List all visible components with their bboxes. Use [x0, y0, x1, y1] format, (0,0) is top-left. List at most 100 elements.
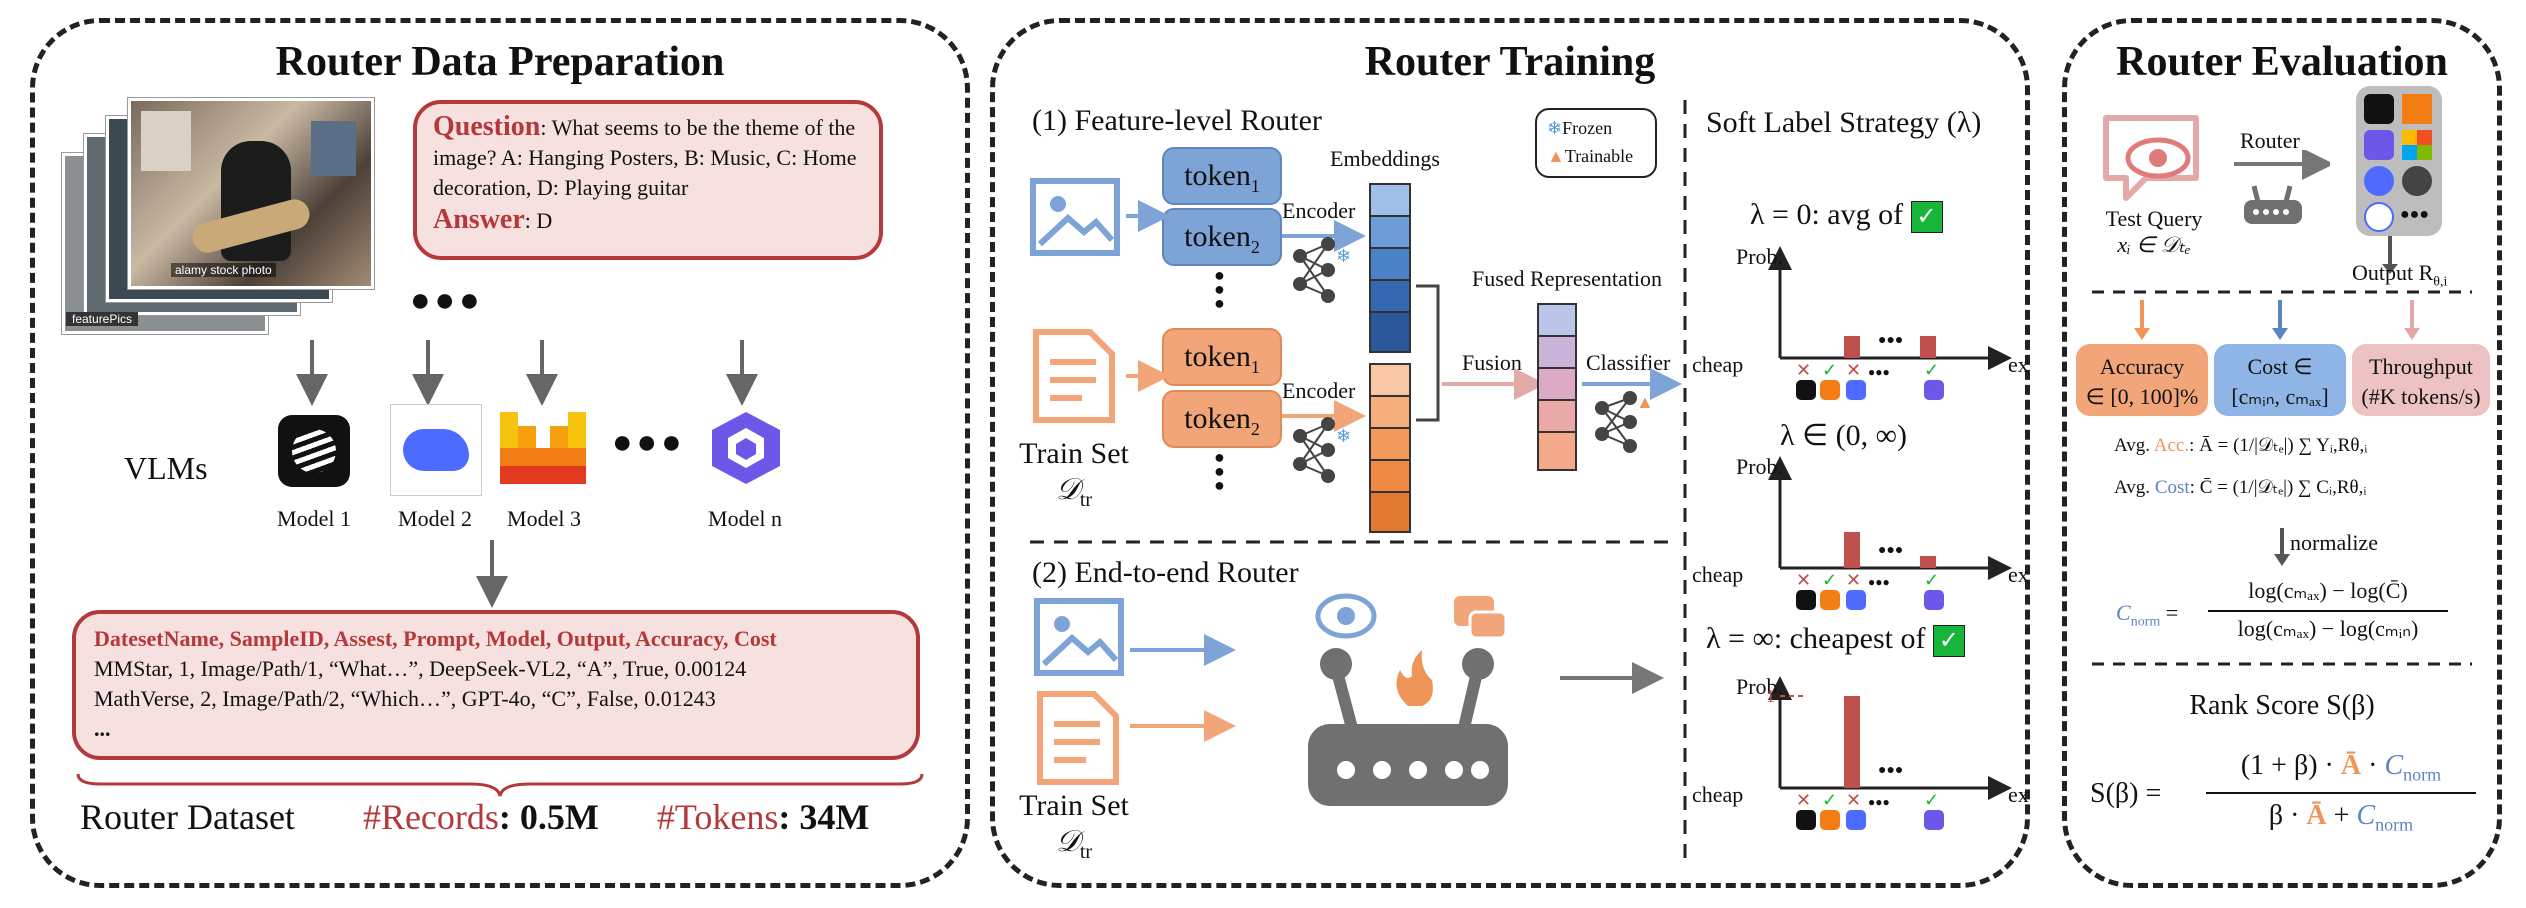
chart-mark: ✓: [1924, 570, 1939, 590]
chart-model-icon: [1846, 590, 1866, 610]
model-label-3: Model 3: [507, 506, 581, 531]
chart-model-icon: [1846, 810, 1866, 830]
case-1-label: λ = 0: avg of ✓: [1750, 198, 1943, 234]
chart-mark: ✓: [1822, 360, 1837, 380]
image-stack: alamy stock photo featurePics: [62, 98, 374, 334]
chart-mark: ✕: [1796, 790, 1811, 810]
prep-title: Router Data Preparation: [275, 39, 725, 85]
chart-dots: ●●●: [1878, 543, 1903, 558]
dataset-header: DatesetName, SampleID, Assest, Prompt, M…: [94, 626, 777, 651]
dataset-footer: Router Dataset #Records: 0.5M #Tokens: 3…: [80, 796, 869, 838]
chart-bar: [1920, 556, 1936, 568]
frozen-trainable-legend: ❄Frozen ▲Trainable: [1535, 108, 1657, 178]
test-query-math: xᵢ ∈ 𝒟ₜₑ: [2117, 232, 2191, 257]
evaluation-title: Router Evaluation: [2116, 39, 2448, 85]
chart-bar: [1920, 336, 1936, 358]
case-3-label: λ = ∞: cheapest of ✓: [1706, 622, 1965, 658]
photo-watermark: alamy stock photo: [171, 263, 276, 277]
dataset-row-3: ...: [94, 716, 111, 741]
chart-one-label: 1: [1766, 686, 1775, 706]
eval-router-diagram: [2234, 150, 2330, 224]
model-n-icon: [712, 412, 780, 484]
chart-prob-label: Prob.: [1736, 674, 1783, 699]
vlms-label: VLMs: [124, 450, 208, 486]
legend-trainable: Trainable: [1564, 146, 1634, 166]
train-set-label-1: Train Set 𝒟tr: [1014, 436, 1134, 518]
chart-bar: [1844, 696, 1860, 788]
e2e-text-icon: [1037, 691, 1119, 785]
chart-prob-label: Prob.: [1736, 454, 1783, 479]
chart-model-icon: [1924, 590, 1944, 610]
chart-dots: ●●●: [1878, 333, 1903, 348]
train-set-math-1: 𝒟: [1055, 473, 1080, 506]
chart-mark: ✓: [1924, 790, 1939, 810]
train-set-sub-1: tr: [1079, 489, 1093, 511]
svg-text:❄: ❄: [1336, 246, 1351, 266]
chart-mark: ✕: [1796, 360, 1811, 380]
model-label-1: Model 1: [277, 506, 351, 531]
train-set-math-2: 𝒟: [1055, 825, 1080, 858]
case-2-label: λ ∈ (0, ∞): [1780, 419, 1908, 452]
model-pool: ●●●: [2356, 86, 2442, 236]
dataset-brace: [76, 773, 924, 797]
router-dataset-label: Router Dataset: [80, 797, 295, 837]
photo-source-label: featurePics: [66, 312, 139, 326]
chart-model-icon: [1820, 810, 1840, 830]
question-label: Question: [433, 111, 541, 142]
training-title: Router Training: [1364, 39, 1656, 85]
encoder-label-2: Encoder: [1282, 378, 1356, 403]
chart-mark: ✕: [1846, 570, 1861, 590]
evaluation-panel: [2062, 18, 2502, 888]
records-label: #Records: [362, 797, 499, 837]
data-preparation-panel: [30, 18, 970, 888]
chart-bar: [1844, 532, 1860, 568]
image-input-icon: [1030, 178, 1120, 256]
question-box: Question: What seems to be the theme of …: [413, 100, 883, 260]
model-2-icon: [390, 404, 482, 496]
test-query-label: Test Query: [2105, 206, 2203, 231]
encoder-label-1: Encoder: [1282, 198, 1356, 223]
chart-cheap-label: cheap: [1692, 562, 1743, 587]
soft-label-title: Soft Label Strategy (λ): [1706, 106, 1982, 139]
question-text: : What seems to be the theme of the imag…: [433, 115, 857, 200]
image-token-1: token1: [1162, 147, 1282, 205]
model-label-n: Model n: [708, 506, 782, 531]
chart-mark: ✕: [1846, 790, 1861, 810]
chart-model-icon: [1796, 380, 1816, 400]
snowflake-icon: ❄: [1547, 118, 1563, 138]
test-query-icon: [2103, 115, 2199, 201]
rank-score-title: Rank Score S(β): [2189, 690, 2375, 721]
cost-metric: Cost ∈[cₘᵢₙ, cₘₐₓ]: [2214, 344, 2346, 416]
avg-cost-formula: Avg. Cost: C̄ = (1/|𝒟ₜₑ|) ∑ Cᵢ,Rθ,ᵢ: [2114, 477, 2367, 498]
text-input-icon: [1033, 329, 1115, 423]
chart-mark: ●●●: [1868, 575, 1890, 589]
chart-mark: ✕: [1796, 570, 1811, 590]
normalize-label: normalize: [2290, 530, 2378, 555]
chart-model-icon: [1820, 380, 1840, 400]
tokens-value: : 34M: [778, 797, 870, 837]
chart-model-icon: [1924, 810, 1944, 830]
train-set-label-2: Train Set 𝒟tr: [1014, 788, 1134, 870]
router-arrow-label: Router: [2240, 128, 2300, 153]
svg-text:▲: ▲: [1636, 392, 1654, 412]
e2e-image-icon: [1034, 598, 1124, 676]
training-panel: [990, 18, 2030, 888]
checkbox-icon: ✓: [1910, 201, 1943, 234]
output-label: Output Rθ,i: [2352, 260, 2448, 290]
throughput-metric: Throughput(#K tokens/s): [2352, 344, 2490, 416]
answer-text: : D: [524, 208, 553, 233]
svg-text:❄: ❄: [1336, 426, 1351, 446]
chart-expansive-label: expansive: [2008, 352, 2030, 377]
chart-mark: ✓: [1924, 360, 1939, 380]
feature-router-diagram: ❄ ❄ ▲: [1030, 183, 1682, 806]
chart-cheap-label: cheap: [1692, 782, 1743, 807]
chart-prob-label: Prob.: [1736, 244, 1783, 269]
accuracy-metric: Accuracy∈ [0, 100]%: [2076, 344, 2208, 416]
answer-label: Answer: [433, 204, 525, 235]
image-token-2: token2: [1162, 208, 1282, 266]
checkbox-icon: ✓: [1932, 625, 1965, 658]
train-set-text-2: Train Set: [1019, 789, 1129, 822]
legend-frozen: Frozen: [1562, 118, 1613, 138]
dataset-row-1: MMStar, 1, Image/Path/1, “What…”, DeepSe…: [94, 656, 747, 681]
text-token-dots: ●●●: [1214, 447, 1225, 495]
